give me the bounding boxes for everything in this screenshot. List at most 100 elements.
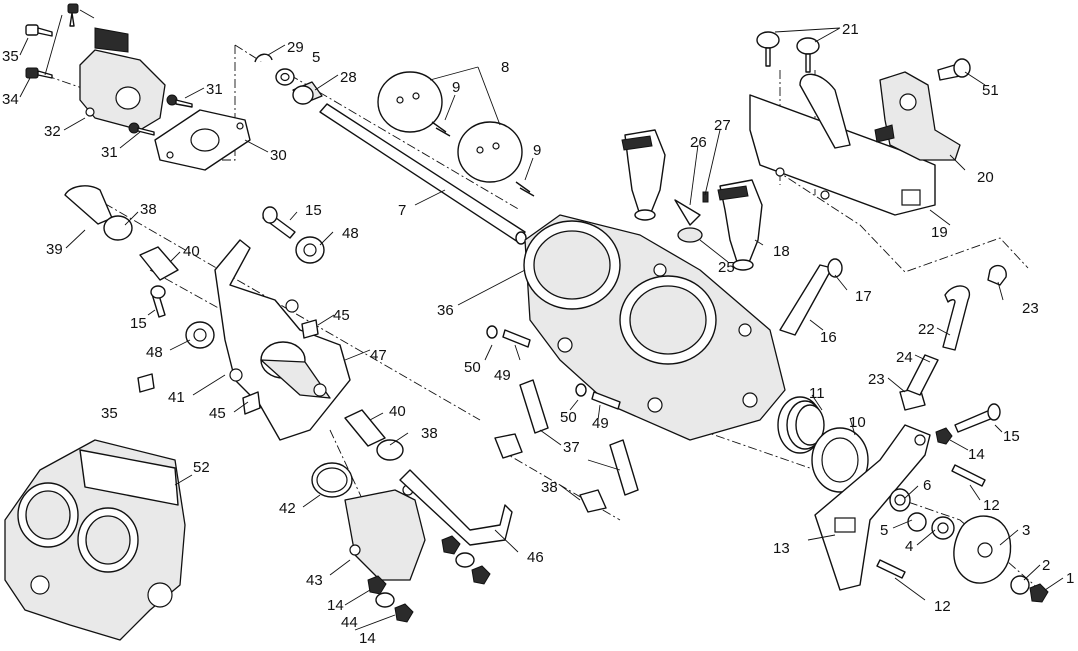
callout-31b: 31: [101, 144, 118, 161]
hose-elbow-left: [64, 185, 133, 241]
callout-24: 24: [896, 349, 913, 366]
callout-44: 44: [341, 614, 358, 631]
callout-22: 22: [918, 321, 935, 338]
callout-21: 21: [842, 21, 859, 38]
callout-25: 25: [718, 259, 735, 276]
callout-23a: 23: [1022, 300, 1039, 317]
lever-bracket: [814, 424, 931, 591]
callout-45b: 45: [209, 405, 226, 422]
pin-35: [137, 373, 155, 393]
callout-18: 18: [773, 243, 790, 260]
hose-segments-37: [519, 379, 639, 496]
callout-6: 6: [923, 477, 931, 494]
callout-41: 41: [168, 389, 185, 406]
callout-51: 51: [982, 82, 999, 99]
callout-38a: 38: [140, 201, 157, 218]
callout-47: 47: [370, 347, 387, 364]
butterfly-screws: [431, 121, 535, 197]
regulator-screw: [937, 58, 971, 81]
fuel-rail: [749, 73, 936, 216]
throttle-body: [523, 214, 786, 441]
callout-14c: 14: [359, 630, 376, 647]
butterfly-valves: [377, 71, 523, 183]
hose-connector: [906, 354, 939, 396]
pulley-washers-nuts: [889, 488, 1049, 603]
callout-3: 3: [1022, 522, 1030, 539]
injector-clips-and-seals: [674, 191, 709, 243]
callout-4: 4: [905, 538, 913, 555]
callout-40a: 40: [183, 243, 200, 260]
bypass-body-47: [260, 341, 331, 399]
callout-19: 19: [931, 224, 948, 241]
callout-10: 10: [849, 414, 866, 431]
callout-46: 46: [527, 549, 544, 566]
callout-50a: 50: [464, 359, 481, 376]
callout-1: 1: [1066, 570, 1074, 587]
bracket-screws-15: [150, 206, 296, 318]
hose-46: [399, 469, 513, 546]
callout-16: 16: [820, 329, 837, 346]
callout-5a: 5: [880, 522, 888, 539]
callout-12b: 12: [934, 598, 951, 615]
mounting-bracket-41: [214, 239, 351, 441]
callout-45a: 45: [333, 307, 350, 324]
pressure-regulator: [874, 71, 961, 161]
callout-32: 32: [44, 123, 61, 140]
callout-13: 13: [773, 540, 790, 557]
callout-14b: 14: [327, 597, 344, 614]
sensor-gasket: [154, 109, 251, 171]
callout-15c: 15: [130, 315, 147, 332]
callout-27: 27: [714, 117, 731, 134]
fuel-injector-right: [717, 179, 763, 271]
callout-43: 43: [306, 572, 323, 589]
throttle-shaft: [319, 103, 527, 245]
rail-screws: [756, 31, 820, 73]
hose-connector-40-left: [139, 246, 179, 281]
fuel-injector-left: [621, 129, 666, 221]
callout-15b: 15: [305, 202, 322, 219]
gasket-ring-42: [311, 462, 353, 498]
callout-35b: 35: [101, 405, 118, 422]
callout-50b: 50: [560, 409, 577, 426]
callout-17: 17: [855, 288, 872, 305]
hose-connector-40-center: [344, 409, 386, 447]
callout-7: 7: [398, 202, 406, 219]
callout-38c: 38: [541, 479, 558, 496]
callout-36: 36: [437, 302, 454, 319]
throttle-position-sensor: [79, 27, 166, 131]
hose-caps-38: [494, 433, 607, 513]
callout-2: 2: [1042, 557, 1050, 574]
callout-11: 11: [809, 385, 825, 402]
callout-29: 29: [287, 39, 304, 56]
callout-labels: 1 2 3 4 5 5 6 7 8 9 9 10 11 12 12 13 14 …: [2, 21, 1074, 647]
callout-30: 30: [270, 147, 287, 164]
callout-9b: 9: [533, 142, 541, 159]
lever-screws: [876, 403, 1001, 579]
spacers-45: [242, 319, 319, 415]
callout-8: 8: [501, 59, 509, 76]
callout-leader-lines: [19, 9, 1064, 631]
shaft-bushings: [254, 53, 323, 105]
callout-20: 20: [977, 169, 994, 186]
callout-42: 42: [279, 500, 296, 517]
inlet-fitting: [779, 258, 843, 336]
callout-37: 37: [563, 439, 580, 456]
callout-23b: 23: [868, 371, 885, 388]
grommets-48: [185, 236, 325, 349]
callout-35a: 35: [2, 48, 19, 65]
nozzles-49-50: [486, 325, 621, 410]
callout-49b: 49: [592, 415, 609, 432]
return-spring: [777, 396, 825, 454]
callout-12a: 12: [983, 497, 1000, 514]
callout-48a: 48: [342, 225, 359, 242]
callout-48b: 48: [146, 344, 163, 361]
idle-valve-43: [344, 484, 426, 581]
callout-39: 39: [46, 241, 63, 258]
callout-14a: 14: [968, 446, 985, 463]
hose-38-center: [376, 439, 404, 461]
callout-15a: 15: [1003, 428, 1020, 445]
callout-28: 28: [340, 69, 357, 86]
callout-26: 26: [690, 134, 707, 151]
callout-9a: 9: [452, 79, 460, 96]
